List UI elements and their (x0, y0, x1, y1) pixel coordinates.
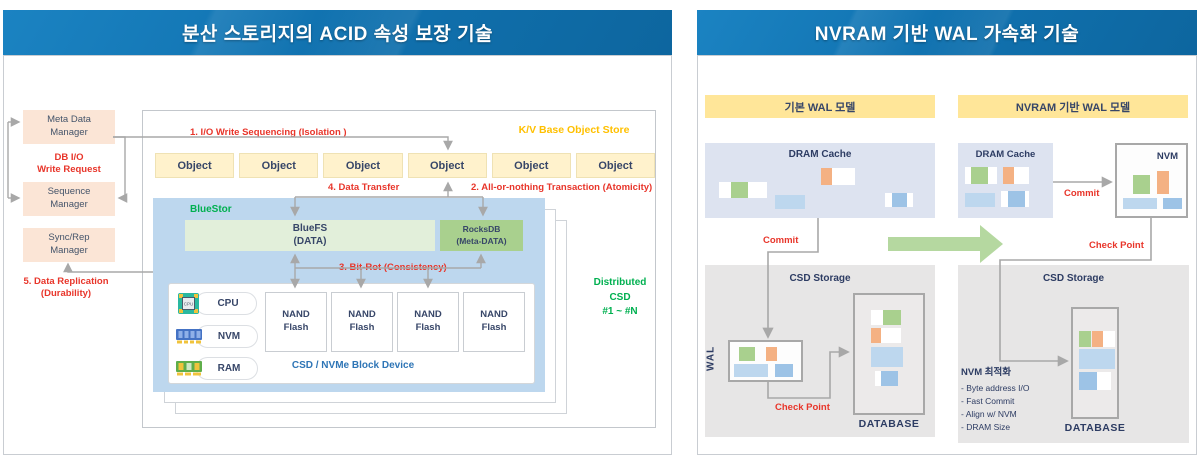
object-row: Object Object Object Object Object Objec… (155, 153, 656, 178)
ram-row: RAM (175, 354, 258, 382)
data-block (883, 310, 901, 325)
data-block (881, 371, 898, 386)
data-block (1123, 198, 1157, 209)
all-or-nothing-label: 2. All-or-nothing Transaction (Atomicity… (471, 182, 653, 193)
ram-memory-icon (176, 361, 202, 376)
data-block (766, 347, 777, 361)
check-point-label-nvram: Check Point (1089, 240, 1144, 251)
data-transfer-label: 4. Data Transfer (328, 182, 400, 193)
bluestor-label: BlueStor (190, 204, 232, 215)
csd-storage-label: CSD Storage (1042, 273, 1105, 284)
dram-cache-label: DRAM Cache (788, 149, 852, 160)
nvm-memory-icon (176, 329, 202, 344)
data-block (1163, 198, 1182, 209)
wal-label: WAL (705, 345, 717, 371)
data-block (1097, 372, 1111, 390)
acid-panel-title: 분산 스토리지의 ACID 속성 보장 기술 (3, 10, 672, 55)
data-block (971, 167, 988, 184)
data-block (1133, 175, 1150, 194)
sequence-manager-box: Sequence Manager (23, 182, 115, 216)
data-block (832, 168, 855, 185)
rocksdb-box: RocksDB (Meta-DATA) (440, 220, 523, 251)
nvm-optimization-list: NVM 최적화 - Byte address I/O - Fast Commit… (961, 366, 1069, 434)
object-box: Object (491, 153, 571, 178)
db-io-write-request-label: DB I/O Write Request (37, 152, 101, 176)
nvm-optimization-item: - DRAM Size (961, 422, 1011, 433)
database-label-basic: DATABASE (858, 418, 920, 430)
csd-nvme-caption: CSD / NVMe Block Device (291, 360, 415, 371)
data-block (1157, 171, 1169, 194)
data-block (1014, 167, 1029, 184)
bluefs-box: BlueFS (DATA) (185, 220, 435, 251)
data-replication-label: 5. Data Replication (Durability) (23, 276, 109, 300)
data-block (881, 328, 901, 343)
data-block (731, 182, 748, 198)
svg-text:CPU: CPU (184, 301, 194, 306)
data-block (775, 364, 793, 377)
data-block (871, 347, 903, 367)
data-block (734, 364, 768, 377)
nvm-optimization-item: - Fast Commit (961, 395, 1015, 406)
data-block (1079, 331, 1091, 347)
data-block (739, 347, 755, 361)
nvram-wal-model-header: NVRAM 기반 WAL 모델 (958, 95, 1188, 118)
distributed-csd-label: Distributed CSD #1 ~ #N (593, 277, 647, 317)
nvram-panel-title: NVRAM 기반 WAL 가속화 기술 (697, 10, 1197, 55)
data-block (965, 193, 995, 207)
nand-flash-box: NAND Flash (463, 292, 525, 352)
data-block (1092, 331, 1103, 347)
nand-flash-box: NAND Flash (397, 292, 459, 352)
csd-storage-label: CSD Storage (789, 273, 851, 284)
io-write-sequencing-label: 1. I/O Write Sequencing (Isolation ) (190, 127, 347, 138)
nvm-box: NVM (1115, 143, 1188, 218)
acid-panel: 분산 스토리지의 ACID 속성 보장 기술 Meta Data Manager… (3, 10, 672, 455)
nand-flash-row: NAND Flash NAND Flash NAND Flash NAND Fl… (265, 292, 525, 352)
data-block (1103, 331, 1115, 347)
nvm-optimization-item: - Align w/ NVM (961, 409, 1017, 420)
commit-label-basic: Commit (763, 235, 799, 246)
nand-flash-box: NAND Flash (331, 292, 393, 352)
commit-label-nvram: Commit (1064, 188, 1100, 199)
data-block (1079, 372, 1097, 390)
nvm-optimization-title: NVM 최적화 (961, 367, 1011, 378)
kv-base-object-store-label: K/V Base Object Store (518, 124, 630, 136)
nvm-pill: NVM (196, 324, 258, 348)
nand-flash-box: NAND Flash (265, 292, 327, 352)
cpu-row: CPU CPU (175, 289, 257, 317)
object-box: Object (407, 153, 487, 178)
object-box: Object (323, 153, 403, 178)
check-point-label-basic: Check Point (775, 402, 830, 413)
nvm-row: NVM (175, 322, 258, 350)
cpu-chip-icon: CPU (178, 292, 199, 314)
nvm-label: NVM (1156, 151, 1178, 162)
object-box: Object (239, 153, 319, 178)
nvm-optimization-item: - Byte address I/O (961, 382, 1030, 393)
data-block (1003, 167, 1014, 184)
data-block (892, 193, 907, 207)
meta-data-manager-box: Meta Data Manager (23, 110, 115, 144)
data-block (1008, 191, 1025, 207)
bit-rot-label: 3. Bit-Rot (Consistency) (339, 262, 447, 273)
dram-cache-box-basic: DRAM Cache (705, 143, 935, 218)
object-box: Object (575, 153, 656, 178)
dram-cache-box-nvram: DRAM Cache (958, 143, 1053, 218)
data-block (775, 195, 805, 209)
wal-box (728, 340, 803, 382)
object-box: Object (155, 153, 235, 178)
sync-rep-manager-box: Sync/Rep Manager (23, 228, 115, 262)
database-label-nvram: DATABASE (1064, 422, 1126, 434)
nvram-panel: NVRAM 기반 WAL 가속화 기술 기본 WAL 모델 NVRAM 기반 W… (697, 10, 1197, 455)
dram-cache-label: DRAM Cache (975, 149, 1036, 160)
data-block (871, 328, 881, 343)
database-box-nvram (1071, 307, 1119, 419)
basic-wal-model-header: 기본 WAL 모델 (705, 95, 935, 118)
database-box-basic (853, 293, 925, 415)
cpu-pill: CPU (195, 291, 257, 315)
data-block (1079, 349, 1115, 369)
data-block (821, 168, 832, 185)
